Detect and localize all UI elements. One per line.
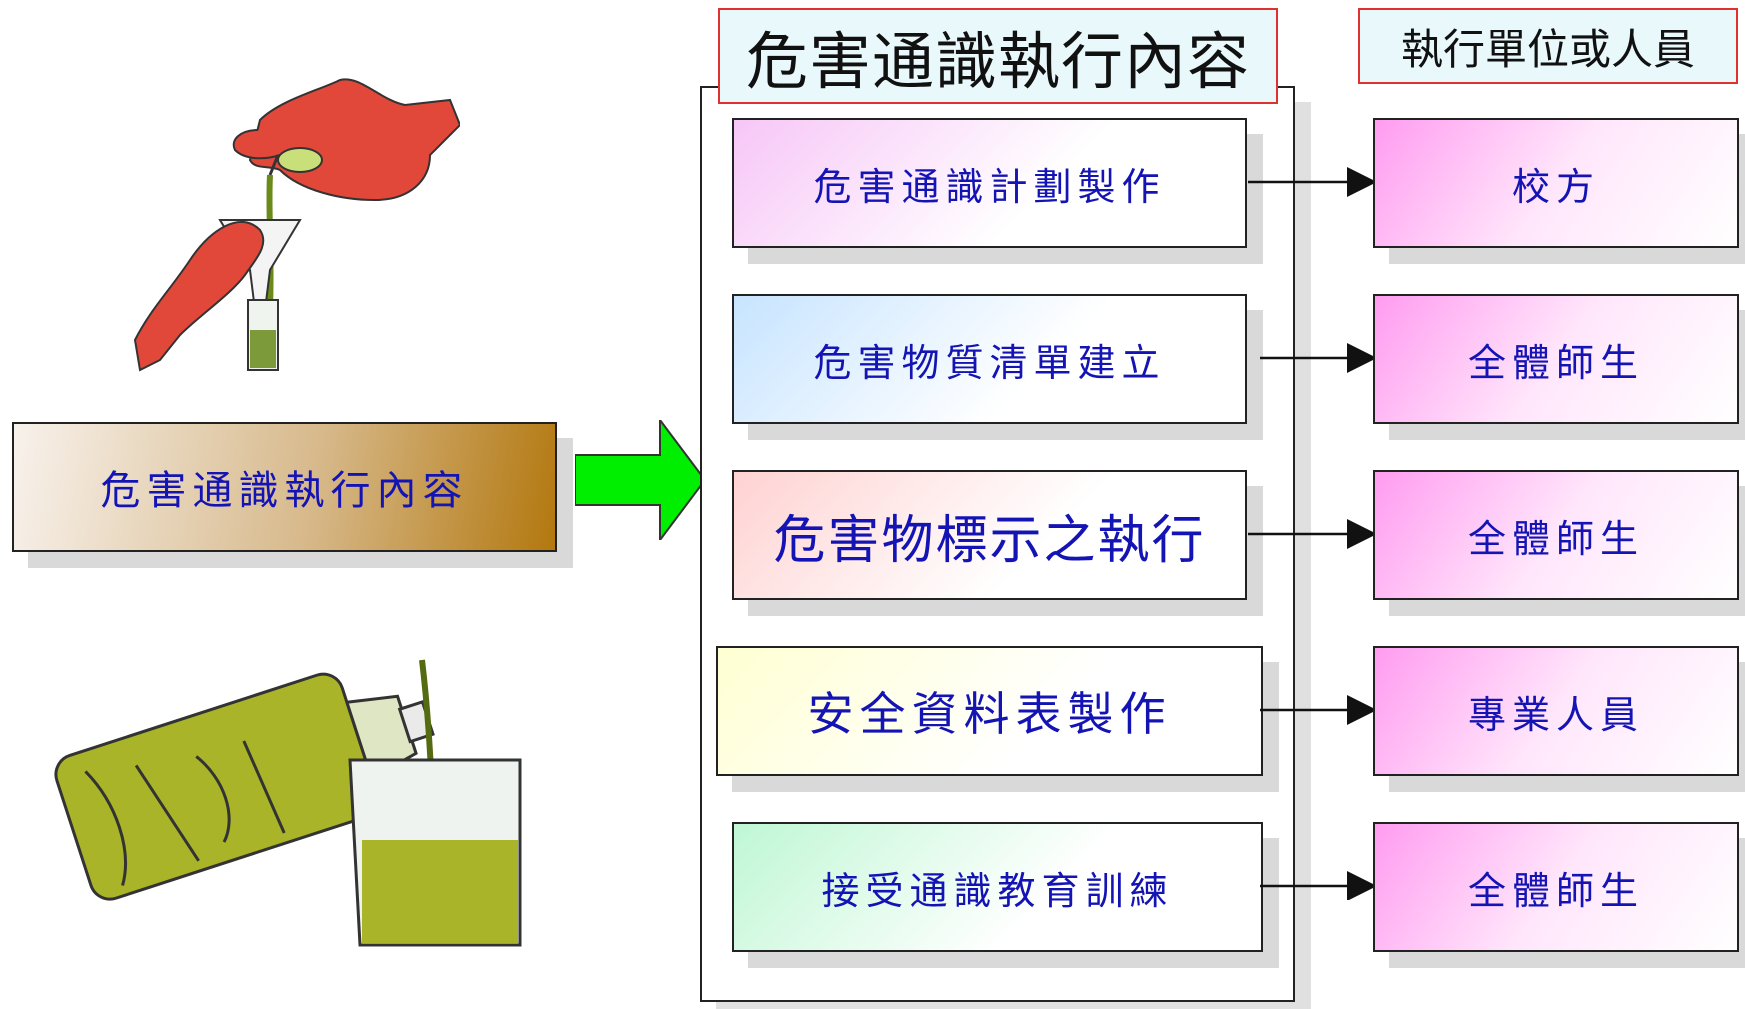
pouring-gloves-illustration bbox=[133, 78, 460, 372]
task-label: 危害物標示之執行 bbox=[773, 510, 1206, 571]
unit-box: 全體師生 bbox=[1373, 294, 1739, 424]
unit-label: 校方 bbox=[1511, 164, 1600, 209]
unit-title: 執行單位或人員 bbox=[1358, 8, 1738, 84]
left-content-box: 危害通識執行內容 bbox=[12, 422, 557, 552]
unit-box: 校方 bbox=[1373, 118, 1739, 248]
unit-box: 專業人員 bbox=[1373, 646, 1739, 776]
left-content-label: 危害通識執行內容 bbox=[100, 468, 469, 514]
unit-label: 全體師生 bbox=[1467, 516, 1644, 561]
main-title-text: 危害通識執行內容 bbox=[745, 25, 1250, 98]
unit-box: 全體師生 bbox=[1373, 470, 1739, 600]
task-label: 危害物質清單建立 bbox=[813, 340, 1166, 385]
task-label: 安全資料表製作 bbox=[807, 687, 1172, 741]
main-title: 危害通識執行內容 bbox=[718, 8, 1278, 104]
unit-title-text: 執行單位或人員 bbox=[1400, 24, 1695, 74]
right-arrow-icon bbox=[575, 420, 705, 540]
unit-label: 全體師生 bbox=[1467, 868, 1644, 913]
task-box: 危害物標示之執行 bbox=[732, 470, 1247, 600]
task-box: 安全資料表製作 bbox=[716, 646, 1263, 776]
unit-label: 全體師生 bbox=[1467, 340, 1644, 385]
task-box: 危害物質清單建立 bbox=[732, 294, 1247, 424]
connector-arrows bbox=[1248, 167, 1377, 900]
task-label: 危害通識計劃製作 bbox=[813, 164, 1166, 209]
bottle-beaker-illustration bbox=[54, 659, 522, 947]
unit-label: 專業人員 bbox=[1467, 692, 1644, 737]
task-label: 接受通識教育訓練 bbox=[821, 868, 1174, 913]
task-box: 接受通識教育訓練 bbox=[732, 822, 1263, 952]
task-box: 危害通識計劃製作 bbox=[732, 118, 1247, 248]
unit-box: 全體師生 bbox=[1373, 822, 1739, 952]
